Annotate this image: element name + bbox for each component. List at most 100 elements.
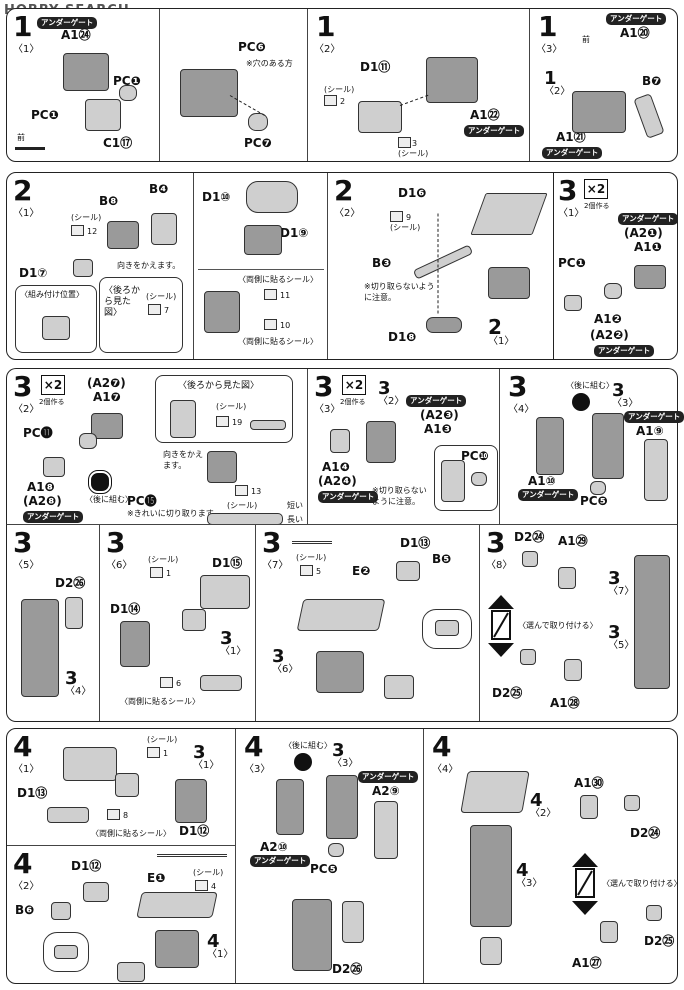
panel-3-1: 3 ×2 2個作る 〈1〉 アンダーゲート (A2❶) A1❶ PC❶ A1❷ … [553, 173, 680, 359]
part-label: PC❺ [580, 494, 608, 508]
leg-part [170, 400, 196, 438]
step-sub: 〈3〉 [314, 404, 341, 415]
part-label: D2㉕ [492, 686, 523, 700]
note-both: 〈両側に貼るシール〉 [91, 829, 171, 838]
seal-label: (シール) [193, 868, 224, 877]
detail-part [435, 620, 459, 636]
inner-step: 3 [65, 668, 78, 689]
inner-sub: 〈5〉 [608, 640, 635, 651]
step-number: 3 [314, 370, 334, 403]
arm-part [204, 291, 240, 333]
leg-part [592, 413, 624, 479]
sticker [264, 319, 277, 330]
step-sub: 〈2〉 [13, 404, 40, 415]
inner-step: 4 [516, 860, 529, 881]
front-label: 前 [17, 133, 25, 142]
inner-sub: 〈1〉 [207, 949, 234, 960]
long-label: 長い [287, 515, 303, 524]
inner-step: 4 [530, 790, 543, 811]
inner-step: 3 [272, 646, 285, 667]
leg-assembly [292, 899, 332, 971]
part-label: A1⑳ [620, 26, 650, 40]
times-two-badge: ×2 [584, 179, 608, 199]
body-part [426, 57, 478, 103]
part-label: A1㉑ [556, 130, 586, 144]
part-label: D2㉖ [55, 576, 86, 590]
part-label: (A2❶) [624, 226, 663, 240]
cap-part [564, 295, 582, 311]
note-cut: ※切り取らないように注意。 [372, 486, 427, 506]
detail-part [54, 945, 78, 959]
step-number: 4 [13, 730, 33, 763]
part-label: D1⑩ [202, 190, 231, 204]
note-direction: 向きをかえます。 [117, 261, 181, 270]
row-step-3-bottom: 3 〈5〉 D2㉖ 3 〈4〉 3 〈6〉 (シール) 1 D1⑮ D1⑭ 3 … [6, 524, 678, 722]
inner-sub: 〈6〉 [272, 664, 299, 675]
part-label: B❸ [372, 256, 392, 270]
polycap-part [328, 843, 344, 857]
part-label: A1❸ [424, 422, 452, 436]
step-sub: 〈8〉 [486, 560, 513, 571]
part-label: D1⑬ [17, 786, 48, 800]
part-label: E❷ [352, 564, 371, 578]
note-box-detail [43, 932, 89, 972]
panel-3-8: 3 〈8〉 D2㉔ A1㉙ 〈選んで取り付ける〉 D2㉕ A1㉘ 3 〈7〉 3… [479, 525, 680, 721]
step-sub: 〈3〉 [244, 764, 271, 775]
panel-3-4: 3 〈4〉 〈後に組む〉 3 〈3〉 アンダーゲート A1⑨ A1⑩ アンダーゲ… [499, 369, 684, 525]
part-label: PC⓫ [23, 426, 53, 440]
leg-part [207, 451, 237, 483]
sticker [107, 809, 120, 820]
part-label: A2⑩ [260, 840, 288, 854]
sticker-number: 11 [280, 291, 291, 300]
sticker-number: 13 [251, 487, 262, 496]
note-attach: 〈組み付け位置〉 [20, 290, 84, 299]
inner-step: 1 [544, 68, 557, 89]
polycap-part [248, 113, 268, 131]
step-sub: 〈5〉 [13, 560, 40, 571]
sticker-number: 5 [316, 567, 322, 576]
sticker [300, 565, 313, 576]
hand-part [480, 937, 502, 965]
part-label: B❺ [432, 552, 452, 566]
note-both: 〈両側に貼るシール〉 [120, 697, 200, 706]
cap-part [43, 457, 65, 477]
part-label: C1⑰ [103, 136, 133, 150]
part-label: A1❼ [93, 390, 121, 404]
note-select: 〈選んで取り付ける〉 [518, 621, 598, 630]
hand-part [564, 659, 582, 681]
inner-sub: 〈1〉 [220, 646, 247, 657]
panel-4-4: 4 〈4〉 4 〈2〉 4 〈3〉 A1㉚ D2㉔ 〈選んで取り付ける〉 D2㉕… [423, 729, 682, 983]
part-label: A1❶ [634, 240, 662, 254]
inner-sub: 〈2〉 [530, 808, 557, 819]
skirt-core [316, 651, 364, 693]
part-label: D1⑮ [212, 556, 243, 570]
step-sub: 〈1〉 [558, 208, 585, 219]
step-number: 1 [13, 10, 33, 43]
polycap-label: PC⓯ [127, 494, 157, 508]
make-two: 2個作る [39, 398, 65, 406]
leg-part [326, 775, 358, 839]
leg-cover [65, 597, 83, 629]
blade-tip [426, 317, 462, 333]
inner-sub: 〈7〉 [608, 586, 635, 597]
sticker [235, 485, 248, 496]
sticker-number: 6 [176, 679, 182, 688]
panel-3-3: 3 ×2 2個作る 〈3〉 3 〈2〉 アンダーゲート (A2❸) A1❸ A1… [307, 369, 500, 525]
step-sub: 〈4〉 [508, 404, 535, 415]
step-sub: 〈2〉 [13, 881, 40, 892]
step-sub: 〈1〉 [13, 44, 40, 55]
note-back: 〈後ろから見た図〉 [178, 381, 260, 391]
panel-3-7: 3 〈7〉 (シール) 5 E❷ 3 〈6〉 D1⑬ B❺ [255, 525, 480, 721]
inner-step: 2 [488, 315, 502, 339]
leg-part [633, 93, 665, 139]
hand-part [634, 265, 666, 289]
sticker-number: 1 [163, 749, 169, 758]
part-label: A1㉗ [572, 956, 602, 970]
hand-part [580, 795, 598, 819]
combine-behind: 〈後に組む〉 [85, 495, 133, 504]
circle-icon [88, 470, 112, 494]
sticker-number: 8 [123, 811, 129, 820]
inner-step: 3 [608, 568, 621, 589]
under-gate-tag: アンダーゲート [518, 489, 579, 501]
sticker [148, 304, 161, 315]
